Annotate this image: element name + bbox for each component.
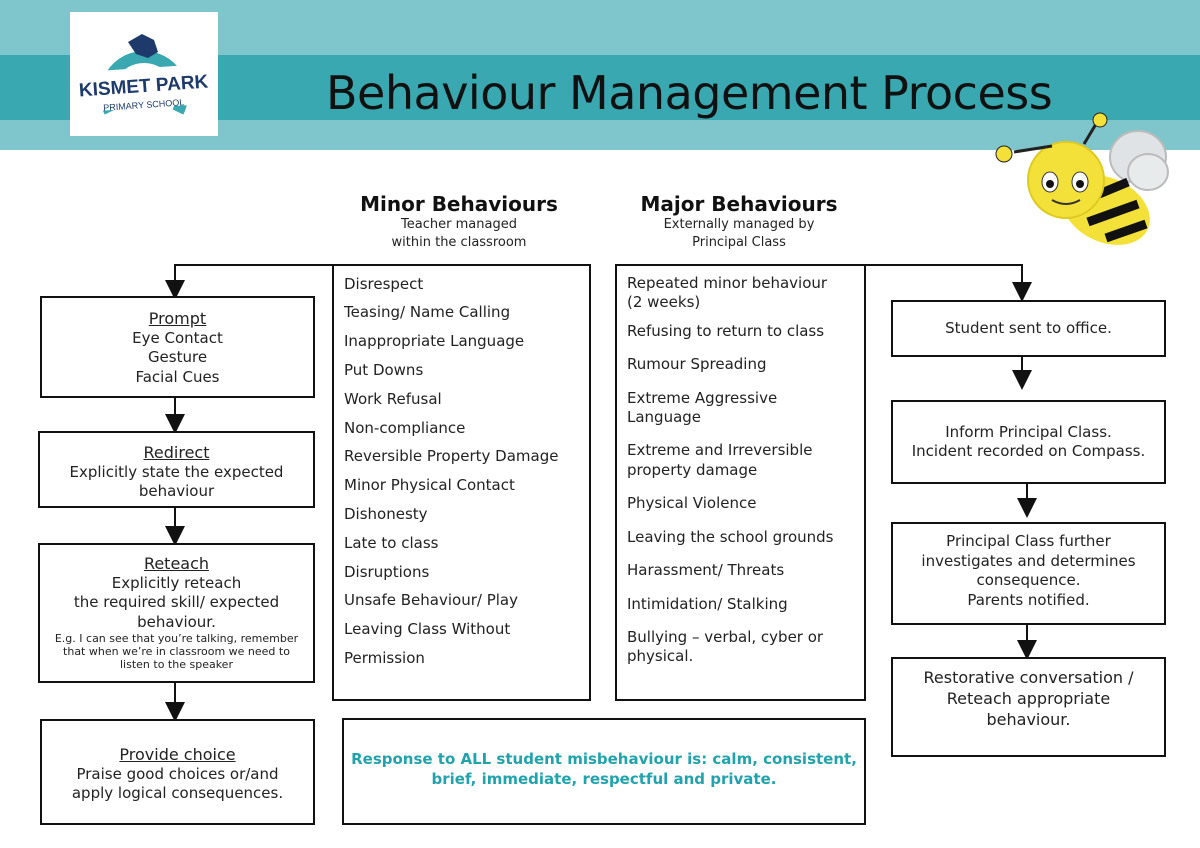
- reteach-example: listen to the speaker: [120, 658, 233, 671]
- list-item: Late to class: [344, 534, 439, 552]
- list-item: Permission: [344, 649, 425, 667]
- minor-heading: Minor Behaviours: [360, 192, 558, 216]
- prompt-title: Prompt: [148, 309, 207, 328]
- list-item: Non-compliance: [344, 419, 466, 437]
- investigate-line: Parents notified.: [967, 590, 1090, 609]
- list-item: Language: [627, 408, 702, 426]
- minor-sub1: Teacher managed: [401, 217, 517, 232]
- list-item: Teasing/ Name Calling: [344, 303, 511, 321]
- response-statement-box: Response to ALL student misbehaviour is:…: [342, 718, 866, 825]
- investigate-line: investigates and determines: [921, 551, 1136, 570]
- reteach-line: Explicitly reteach: [111, 573, 242, 592]
- office-text: Student sent to office.: [945, 318, 1112, 337]
- list-item: Intimidation/ Stalking: [627, 595, 788, 613]
- bee-mascot-icon: [995, 112, 1169, 245]
- reteach-example: that when we’re in classroom we need to: [63, 645, 290, 658]
- inform-box: Inform Principal Class. Incident recorde…: [891, 400, 1166, 484]
- list-item: Disruptions: [344, 563, 430, 581]
- list-item: Minor Physical Contact: [344, 476, 515, 494]
- list-item: Extreme and Irreversible: [627, 441, 813, 459]
- restorative-line: Reteach appropriate: [946, 689, 1111, 708]
- list-item: Leaving the school grounds: [627, 528, 834, 546]
- list-item: Work Refusal: [344, 390, 442, 408]
- major-sub2: Principal Class: [692, 235, 786, 250]
- list-item: (2 weeks): [627, 293, 701, 311]
- list-item: physical.: [627, 647, 694, 665]
- inform-line: Inform Principal Class.: [945, 422, 1112, 441]
- investigate-box: Principal Class further investigates and…: [891, 522, 1166, 625]
- prompt-line: Eye Contact: [132, 328, 223, 347]
- redirect-line: Explicitly state the expected: [69, 462, 284, 481]
- school-logo: KISMET PARK PRIMARY SCHOOL: [70, 12, 218, 136]
- prompt-line: Facial Cues: [135, 367, 220, 386]
- major-sub1: Externally managed by: [663, 217, 815, 232]
- list-item: Harassment/ Threats: [627, 561, 785, 579]
- list-item: Physical Violence: [627, 494, 757, 512]
- response-line: Response to ALL student misbehaviour is:…: [351, 750, 857, 768]
- reteach-box: Reteach Explicitly reteach the required …: [38, 543, 315, 683]
- reteach-example: E.g. I can see that you’re talking, reme…: [54, 632, 299, 645]
- page-title: Behaviour Management Process: [326, 66, 1053, 120]
- choice-line: apply logical consequences.: [71, 784, 284, 802]
- list-item: Refusing to return to class: [627, 322, 825, 340]
- major-heading-group: Major Behaviours Externally managed by P…: [614, 192, 864, 252]
- list-item: Repeated minor behaviour: [627, 274, 828, 292]
- restorative-line: behaviour.: [986, 710, 1071, 729]
- choice-line: Praise good choices or/and: [76, 764, 279, 783]
- major-heading: Major Behaviours: [640, 192, 838, 216]
- choice-title: Provide choice: [119, 745, 236, 764]
- prompt-box: Prompt Eye Contact Gesture Facial Cues: [40, 296, 315, 398]
- list-item: Bullying – verbal, cyber or: [627, 628, 824, 646]
- list-item: Inappropriate Language: [344, 332, 525, 350]
- list-item: Unsafe Behaviour/ Play: [344, 591, 518, 609]
- list-item: Extreme Aggressive: [627, 389, 778, 407]
- inform-line: Incident recorded on Compass.: [911, 442, 1146, 460]
- list-item: Dishonesty: [344, 505, 428, 523]
- list-item: Reversible Property Damage: [344, 447, 559, 465]
- response-line: brief, immediate, respectful and private…: [431, 770, 777, 788]
- list-item: Leaving Class Without: [344, 620, 511, 638]
- investigate-line: consequence.: [976, 571, 1081, 589]
- prompt-line: Gesture: [147, 348, 208, 366]
- minor-behaviours-list: Disrespect Teasing/ Name Calling Inappro…: [332, 264, 591, 701]
- reteach-line: behaviour.: [137, 612, 216, 631]
- investigate-line: Principal Class further: [946, 532, 1111, 550]
- reteach-title: Reteach: [143, 554, 210, 573]
- redirect-title: Redirect: [143, 443, 210, 462]
- list-item: Put Downs: [344, 361, 424, 379]
- horse-rider-icon: [128, 34, 158, 58]
- reteach-line: the required skill/ expected: [73, 593, 280, 611]
- redirect-line: behaviour: [138, 482, 215, 500]
- provide-choice-box: Provide choice Praise good choices or/an…: [40, 719, 315, 825]
- office-box: Student sent to office.: [891, 300, 1166, 357]
- list-item: Disrespect: [344, 275, 424, 293]
- restorative-box: Restorative conversation / Reteach appro…: [891, 657, 1166, 757]
- list-item: property damage: [627, 461, 758, 479]
- redirect-box: Redirect Explicitly state the expected b…: [38, 431, 315, 508]
- major-behaviours-list: Repeated minor behaviour (2 weeks) Refus…: [615, 264, 866, 701]
- restorative-line: Restorative conversation /: [923, 668, 1134, 687]
- minor-sub2: within the classroom: [391, 235, 527, 250]
- list-item: Rumour Spreading: [627, 355, 767, 373]
- minor-heading-group: Minor Behaviours Teacher managed within …: [334, 192, 584, 252]
